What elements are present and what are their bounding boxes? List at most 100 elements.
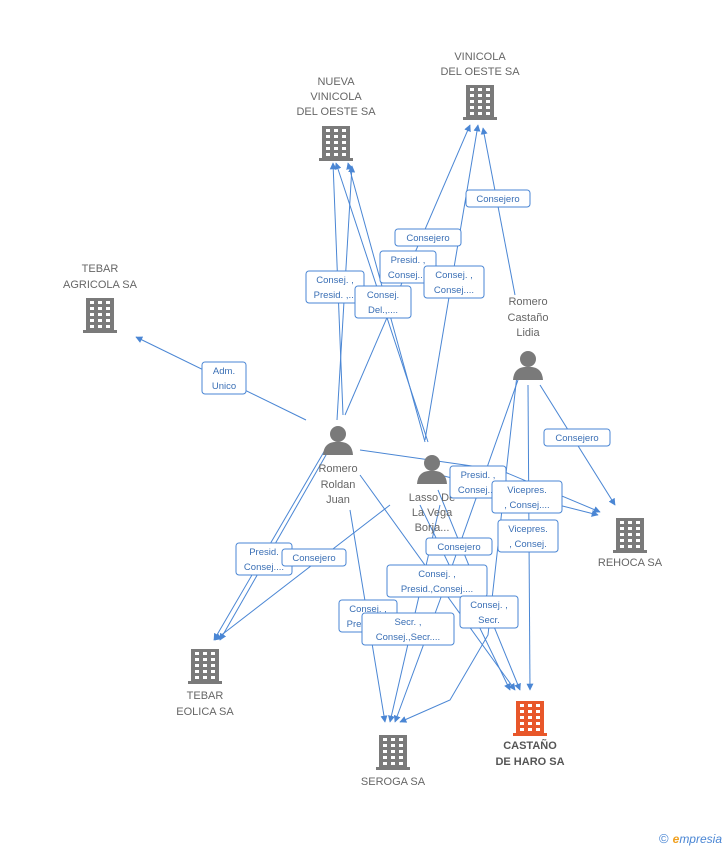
building-window <box>195 664 199 667</box>
node-label: Roldan <box>321 479 356 491</box>
building-window <box>536 728 540 731</box>
edge-label-box <box>386 564 488 598</box>
node-label: DE HARO SA <box>495 756 564 768</box>
building-window <box>620 527 624 530</box>
building-window <box>528 728 532 731</box>
building-window <box>334 147 338 150</box>
building-window <box>636 545 640 548</box>
building-window <box>470 112 474 115</box>
node-seroga[interactable]: SEROGA SA <box>361 735 426 788</box>
building-window <box>383 744 387 747</box>
building-window <box>520 728 524 731</box>
node-rehoca[interactable]: REHOCA SA <box>598 518 663 569</box>
building-icon <box>513 701 547 736</box>
building-window <box>383 738 387 741</box>
building-base <box>319 158 353 161</box>
building-window <box>528 710 532 713</box>
building-window <box>478 94 482 97</box>
edge-label-l5[interactable]: Consej. ,Presid. ,... <box>305 270 365 304</box>
edge-label-text: Consej. , <box>349 604 387 615</box>
edge-label-l10[interactable]: Vicepres., Consej.... <box>491 480 563 514</box>
building-window <box>98 307 102 310</box>
building-window <box>628 545 632 548</box>
edge-label-l2[interactable]: Consejero <box>394 228 462 247</box>
building-window <box>203 676 207 679</box>
building-window <box>326 147 330 150</box>
building-window <box>106 325 110 328</box>
edge-label-l12[interactable]: Presid. Consej.... <box>235 542 293 576</box>
edge-label-l7[interactable]: Adm.Unico <box>201 361 247 395</box>
building-window <box>528 716 532 719</box>
edge-label-l15[interactable]: Consej. ,Presid.,Consej.... <box>386 564 488 598</box>
edge-label-l8[interactable]: Consejero <box>543 428 611 447</box>
edge-label-l11[interactable]: Vicepres., Consej. <box>497 519 559 553</box>
edge-label-l13[interactable]: Consejero <box>281 548 347 567</box>
building-window <box>342 141 346 144</box>
edge-label-text: Presid. <box>249 547 279 558</box>
edge-label-box <box>361 612 455 646</box>
building-window <box>628 533 632 536</box>
building-window <box>478 88 482 91</box>
building-base <box>83 330 117 333</box>
node-label: AGRICOLA SA <box>63 279 138 291</box>
edge-label-box <box>491 480 563 514</box>
edge-label-text: Consej. , <box>470 600 508 611</box>
building-window <box>211 664 215 667</box>
building-window <box>326 153 330 156</box>
edge-label-text: Del.,.... <box>368 305 398 316</box>
building-window <box>520 704 524 707</box>
edge-label-text: Consejero <box>555 433 598 444</box>
edge-label-box <box>201 361 247 395</box>
edge-label-l14[interactable]: Consejero <box>425 537 493 556</box>
edge-label-box <box>425 537 493 556</box>
building-window <box>520 722 524 725</box>
building-window <box>391 744 395 747</box>
edge-label-text: Consej.... <box>244 562 284 573</box>
edge-label-text: Presid. , <box>461 470 496 481</box>
building-window <box>520 716 524 719</box>
building-window <box>620 521 624 524</box>
building-window <box>90 319 94 322</box>
building-window <box>636 527 640 530</box>
person-body <box>323 441 353 455</box>
building-window <box>106 319 110 322</box>
building-window <box>399 738 403 741</box>
building-window <box>391 750 395 753</box>
edge-label-text: Secr. <box>478 615 500 626</box>
edge-label-text: Presid.,Consej.... <box>401 584 473 595</box>
node-label: Romero <box>508 296 547 308</box>
building-base <box>513 733 547 736</box>
building-window <box>628 539 632 542</box>
person-head <box>330 426 346 442</box>
building-window <box>620 533 624 536</box>
building-window <box>211 652 215 655</box>
edge-label-box <box>543 428 611 447</box>
node-label: Castaño <box>508 312 549 324</box>
edge-label-text: Consejero <box>437 542 480 553</box>
relation-edge <box>393 379 519 723</box>
edge-label-text: Adm. <box>213 366 235 377</box>
edge-label-l1[interactable]: Consejero <box>465 189 531 208</box>
building-icon <box>463 85 497 120</box>
building-window <box>470 106 474 109</box>
brand-logo[interactable]: empresia <box>672 831 722 846</box>
edge-label-l6[interactable]: Consej.Del.,.... <box>354 285 412 319</box>
building-window <box>90 301 94 304</box>
edge-label-l4[interactable]: Consej. ,Consej.... <box>423 265 485 299</box>
edge-label-l18[interactable]: Secr. ,Consej.,Secr.... <box>361 612 455 646</box>
building-window <box>399 762 403 765</box>
edge-label-l17[interactable]: Consej. , Secr. <box>459 595 519 629</box>
relation-edge <box>480 127 516 296</box>
node-label: DEL OESTE SA <box>440 66 520 78</box>
building-window <box>203 652 207 655</box>
